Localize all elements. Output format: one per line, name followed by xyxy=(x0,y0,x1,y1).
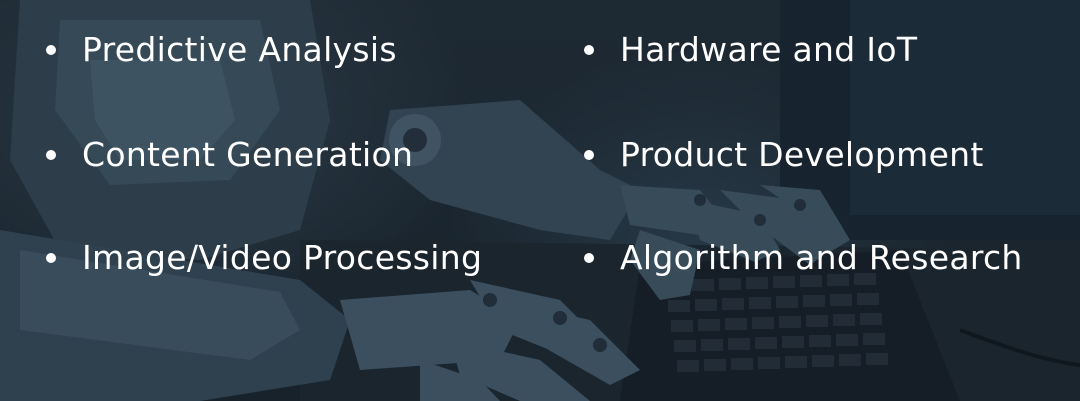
feature-item: Image/Video Processing xyxy=(46,206,482,309)
feature-label: Image/Video Processing xyxy=(82,238,483,277)
bullet-icon xyxy=(46,149,56,160)
cable-shape xyxy=(959,328,1080,367)
feature-label: Hardware and IoT xyxy=(620,30,918,69)
bullet-icon xyxy=(584,252,594,263)
right-feature-list: Hardware and IoT Product Development Alg… xyxy=(584,0,1023,309)
bullet-icon xyxy=(584,149,594,160)
bullet-icon xyxy=(584,44,594,55)
feature-item: Product Development xyxy=(584,103,1023,206)
left-feature-list: Predictive Analysis Content Generation I… xyxy=(46,0,482,309)
feature-item: Content Generation xyxy=(46,103,482,206)
robot-right-hand-shape xyxy=(620,185,850,300)
bullet-icon xyxy=(46,44,56,55)
feature-label: Content Generation xyxy=(82,135,414,174)
keyboard-keys xyxy=(665,273,888,372)
feature-item: Algorithm and Research xyxy=(584,206,1023,309)
feature-item: Predictive Analysis xyxy=(46,0,482,101)
feature-item: Hardware and IoT xyxy=(584,0,1023,101)
robot-left-hand-shape xyxy=(340,280,640,401)
robot-right-arm-shape xyxy=(380,100,640,240)
feature-label: Algorithm and Research xyxy=(620,238,1023,277)
feature-label: Predictive Analysis xyxy=(82,30,397,69)
feature-label: Product Development xyxy=(620,135,984,174)
bullet-icon xyxy=(46,252,56,263)
